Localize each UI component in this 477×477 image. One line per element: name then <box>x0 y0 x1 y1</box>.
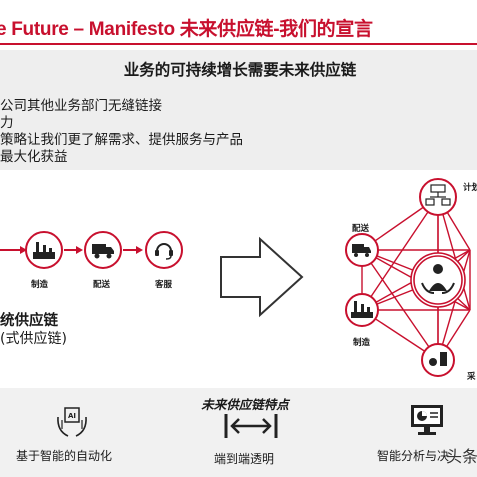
transition-arrow <box>220 236 304 318</box>
title-divider <box>0 43 477 45</box>
chain-label-manufacture: 制造 <box>31 280 49 290</box>
headset-icon <box>145 231 183 269</box>
factory-icon <box>25 231 63 269</box>
feature-label-analytics: 智能分析与决 <box>377 449 450 463</box>
svg-text:AI: AI <box>68 412 76 420</box>
network-label-plan: 计划 <box>463 183 477 193</box>
customer-care-icon <box>421 264 455 294</box>
analytics-monitor-icon <box>411 405 443 435</box>
bullet-2: 力 <box>0 115 14 131</box>
ai-hands-icon: AI <box>57 407 87 437</box>
traditional-chain-title: 统供应链 <box>0 313 58 329</box>
truck-icon <box>352 244 371 257</box>
page-title: e Future – Manifesto 未来供应链-我们的宣言 <box>0 19 373 40</box>
features-title: 未来供应链特点 <box>201 397 289 412</box>
traditional-chain-connectors <box>0 246 143 254</box>
network-label-distribution: 配送 <box>352 224 370 234</box>
network-label-manufacture: 制造 <box>353 338 371 348</box>
network-label-procure: 采 <box>467 372 476 382</box>
manifesto-panel <box>0 50 477 170</box>
network-diagram <box>345 178 471 377</box>
chain-label-distribution: 配送 <box>93 280 111 290</box>
watermark-text: 头条 <box>446 447 477 466</box>
bullet-4: 最大化获益 <box>0 149 68 165</box>
bullet-1: 公司其他业务部门无缝链接 <box>0 98 162 114</box>
traditional-chain-subtitle: (式供应链) <box>0 331 67 347</box>
chain-label-service: 客服 <box>155 280 173 290</box>
factory-icon <box>351 301 373 318</box>
double-arrow-icon <box>224 414 278 438</box>
planning-icon <box>425 184 451 206</box>
feature-label-automation: 基于智能的自动化 <box>16 449 113 463</box>
feature-label-transparency: 端到端透明 <box>214 452 275 466</box>
bullet-3: 策略让我们更了解需求、提供服务与产品 <box>0 132 243 148</box>
panel-heading: 业务的可持续增长需要未来供应链 <box>123 61 357 79</box>
procurement-icon <box>429 352 447 366</box>
truck-icon <box>84 231 122 269</box>
